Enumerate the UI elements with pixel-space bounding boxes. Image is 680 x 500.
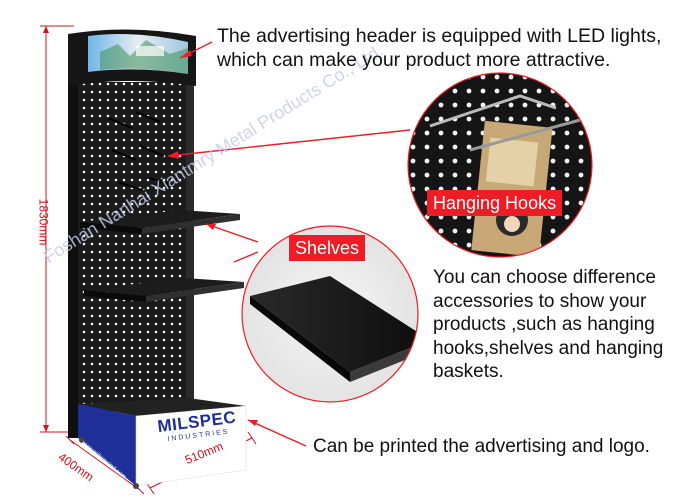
pegboard-hooks	[107, 111, 175, 191]
accessories-caption-line-2: accessories to show your	[433, 290, 647, 312]
accessories-caption-line-3: products ,such as hanging	[433, 314, 655, 335]
pointer-arrows	[167, 41, 411, 447]
shelves-label: Shelves	[289, 235, 366, 261]
header-caption-line-1: The advertising header is equipped with …	[217, 25, 662, 47]
advertising-header	[68, 29, 196, 87]
stand-base	[78, 398, 247, 489]
height-dimension-label: 1830mm	[36, 198, 51, 246]
print-caption: Can be printed the advertising and logo.	[313, 436, 650, 457]
hooks-zoom-circle	[407, 72, 593, 258]
header-caption-line-2: which can make your product more attract…	[217, 49, 611, 71]
stand-shelf-lower	[84, 278, 244, 302]
stand-body	[68, 36, 194, 438]
hanging-hooks-label: Hanging Hooks	[427, 190, 563, 216]
accessories-caption-line-1: You can choose difference	[433, 267, 656, 288]
stand-shelf-upper	[80, 210, 240, 234]
header-caption: The advertising header is equipped with …	[217, 24, 677, 72]
height-dimension-line	[40, 25, 74, 433]
shelves-zoom-circle	[241, 225, 419, 403]
accessories-caption-line-5: baskets.	[433, 361, 504, 382]
accessories-caption-line-4: hooks,shelves and hanging	[433, 337, 664, 359]
accessories-caption: You can choose difference accessories to…	[433, 266, 678, 384]
